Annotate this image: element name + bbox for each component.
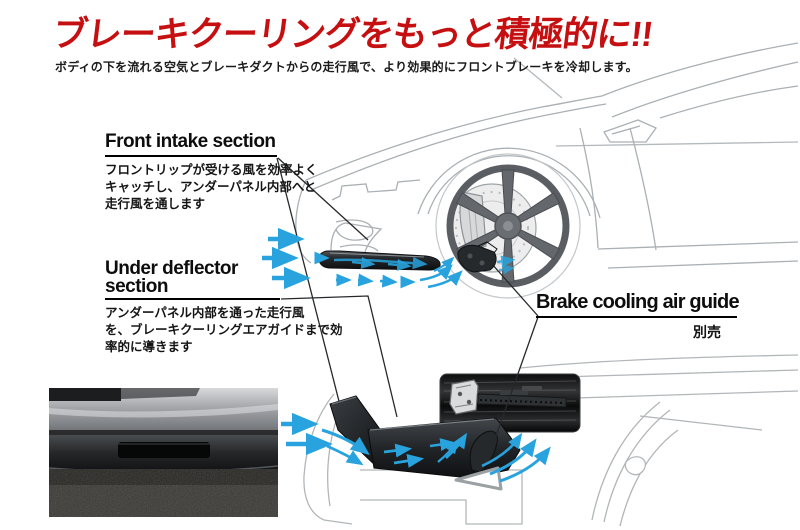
door-handle-line <box>624 456 646 476</box>
front-intake-heading: Front intake section <box>105 131 277 157</box>
air-guide-part-main <box>457 241 498 273</box>
tire-outline <box>435 153 581 299</box>
under-deflector-heading: Under deflector section <box>105 259 280 300</box>
air-guide-inset-photo <box>439 373 581 433</box>
car-line-art <box>295 42 799 269</box>
under-panel-main <box>318 250 441 271</box>
callout-air-guide: Brake cooling air guide 別売 <box>536 291 740 342</box>
air-guide-heading: Brake cooling air guide <box>536 291 740 318</box>
page-title: ブレーキクーリングをもっと積極的に!! <box>50 15 655 54</box>
leader-under-deflector <box>280 295 398 418</box>
leader-air-guide-bottom <box>488 316 539 457</box>
airflow-arrows-main <box>262 227 516 290</box>
air-guide-sold-separately-note: 別売 <box>693 324 721 340</box>
lip-intake-slot <box>118 442 210 458</box>
callout-under-deflector: Under deflector section アンダーパネル内部を通った走行風… <box>105 259 343 356</box>
page-subtitle: ボディの下を流れる空気とブレーキダクトからの走行風で、より効果的にフロントブレー… <box>55 60 638 74</box>
leader-front-intake-a <box>276 157 344 418</box>
callout-front-intake: Front intake section フロントリップが受ける風を効率よく キ… <box>105 131 318 213</box>
front-lip-photo <box>48 388 279 517</box>
leader-front-intake-b <box>277 157 369 241</box>
side-mirror-line <box>603 119 657 143</box>
airflow-arrows-bottom <box>281 412 551 483</box>
guide-bracket-photo <box>449 379 479 415</box>
front-intake-description: フロントリップが受ける風を効率よく キャッチし、アンダーパネル内部へと 走行風を… <box>105 163 318 211</box>
grille-mesh <box>49 388 121 401</box>
under-deflector-description: アンダーパネル内部を通った走行風 を、ブレーキクーリングエアガイドまで効 率的に… <box>105 306 343 354</box>
